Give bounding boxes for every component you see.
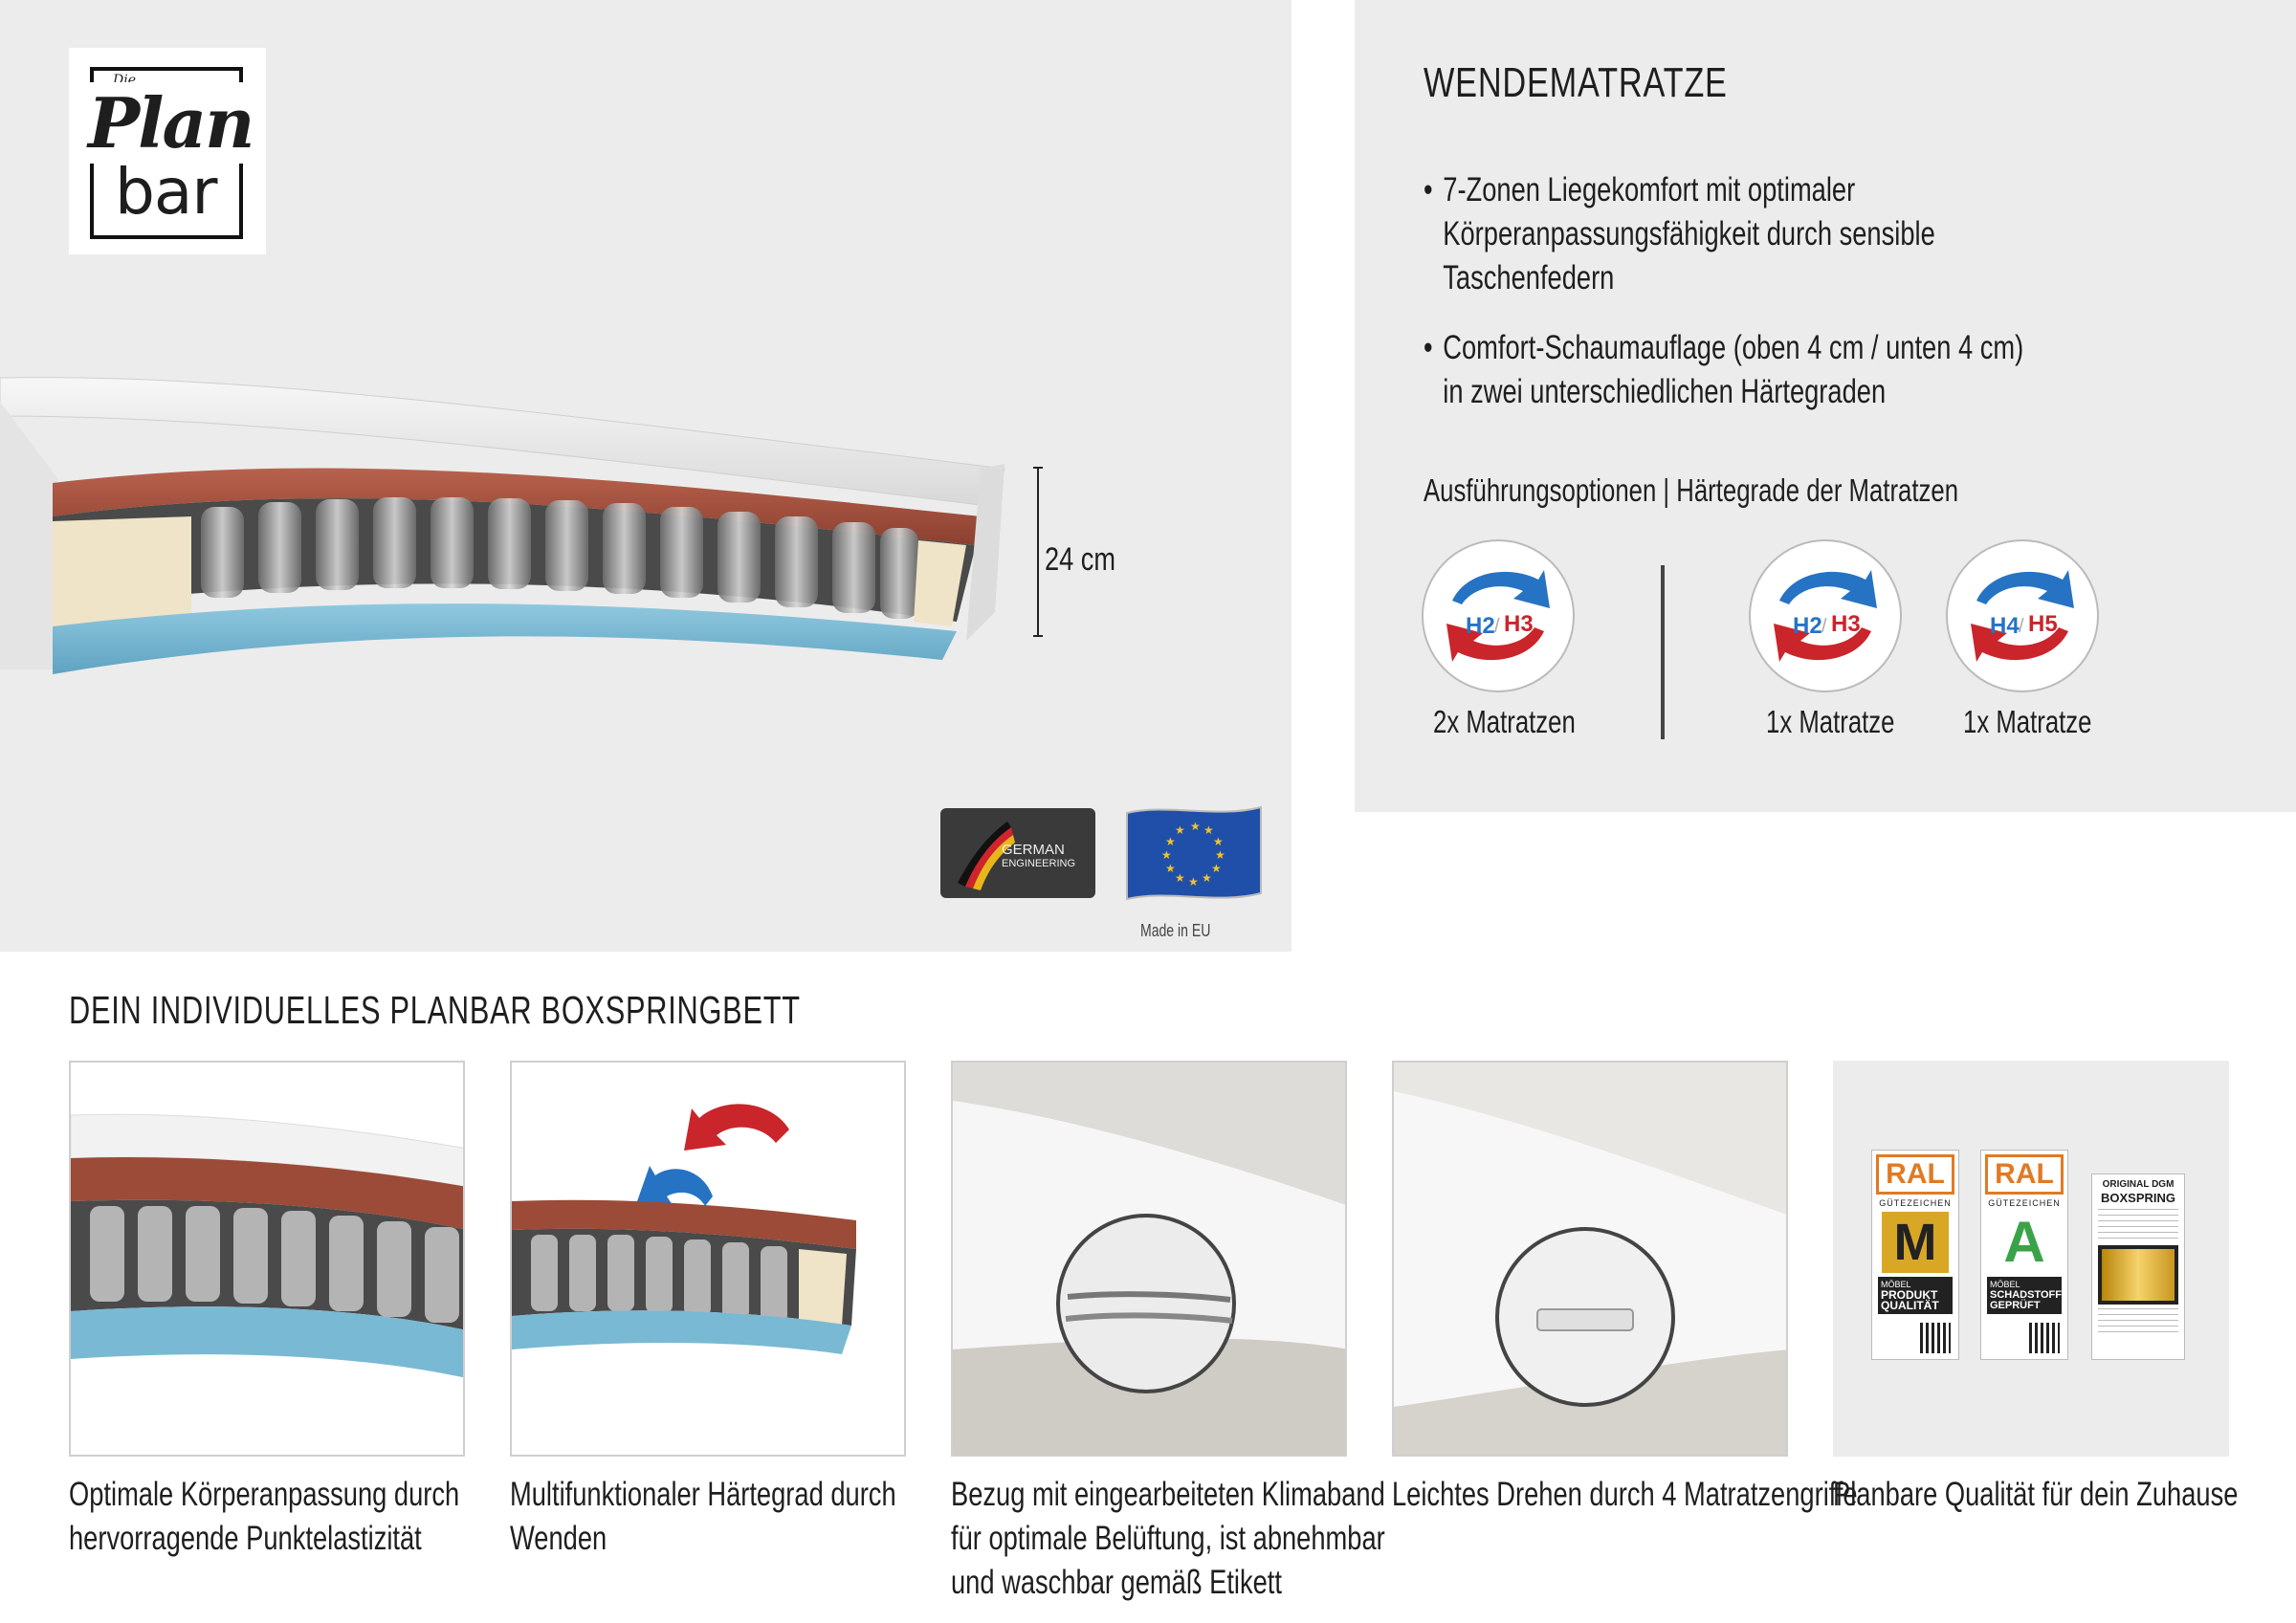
option-1-caption: 2x Matratzen	[1433, 704, 1576, 739]
hardness-right-label: H3	[1831, 611, 1861, 637]
ral-logo-text: RAL	[1985, 1154, 2064, 1195]
svg-text:★: ★	[1161, 848, 1172, 862]
card-1-line-1: Optimale Körperanpassung durch	[69, 1476, 460, 1513]
cover-climate-band-image	[953, 1063, 1345, 1455]
card-2-caption: Multifunktionaler Härtegrad durch Wenden	[510, 1473, 896, 1561]
svg-text:/: /	[2019, 616, 2024, 637]
dgm-boxspring-seal: ORIGINAL DGM BOXSPRING	[2091, 1173, 2185, 1360]
logo-plan: Plan	[84, 82, 257, 164]
svg-text:★: ★	[1203, 823, 1214, 837]
eu-flag-icon: ★★★ ★★★ ★★★ ★★★	[1126, 805, 1262, 901]
german-engineering-text: GERMAN ENGINEERING	[1002, 843, 1075, 871]
svg-text:★: ★	[1202, 871, 1212, 885]
svg-text:★: ★	[1175, 823, 1185, 837]
card-2-line-1: Multifunktionaler Härtegrad durch	[510, 1476, 896, 1513]
card-3-line-3: und waschbar gemäß Etikett	[951, 1564, 1282, 1601]
hardness-left-label: H4	[1990, 613, 2020, 639]
bullet-dot: •	[1424, 171, 1433, 208]
height-dimension-line	[1033, 467, 1043, 637]
bullet-1-line-3: Taschenfedern	[1443, 259, 1615, 296]
svg-text:★: ★	[1165, 862, 1176, 875]
gold-bed-icon	[2098, 1245, 2178, 1305]
dgm-line-2: BOXSPRING	[2100, 1191, 2175, 1205]
options-title: Ausführungsoptionen | Härtegrade der Mat…	[1424, 472, 1959, 508]
height-dimension-label: 24 cm	[1045, 541, 1116, 578]
feature-card-reversible	[510, 1061, 906, 1457]
card-3-caption: Bezug mit eingearbeiteten Klimaband für …	[951, 1473, 1385, 1605]
bullet-1-line-1: 7-Zonen Liegekomfort mit optimaler	[1443, 171, 1856, 208]
hero-panel: Die Plan bar	[0, 0, 1292, 952]
card-5-caption: Planbare Qualität für dein Zuhause	[1833, 1473, 2238, 1517]
product-title: WENDEMATRATZE	[1424, 59, 1728, 106]
hardness-h2-h3-icon: H2 / H3	[1749, 539, 1902, 692]
card-5-line-1: Planbare Qualität für dein Zuhause	[1833, 1476, 2239, 1513]
bullet-2-line-2: in zwei unterschiedlichen Härtegraden	[1443, 373, 1887, 410]
pocket-spring-image	[71, 1113, 463, 1378]
ral-m-letter: M	[1882, 1212, 1949, 1273]
ral-a-letter: A	[2003, 1210, 2045, 1274]
hardness-right-label: H5	[2028, 611, 2058, 637]
feature-bullet-1: • 7-Zonen Liegekomfort mit optimaler Körp…	[1424, 168, 1935, 300]
german-text: GERMAN	[1002, 842, 1065, 858]
zoom-circle	[1056, 1214, 1236, 1393]
svg-text:★: ★	[1175, 871, 1185, 885]
logo-bar: bar	[111, 155, 221, 229]
svg-text:/: /	[1494, 616, 1500, 637]
hardness-left-label: H2	[1466, 613, 1495, 639]
ral-logo-text: RAL	[1876, 1154, 1954, 1195]
engineering-text: ENGINEERING	[1002, 858, 1076, 869]
bullet-2-line-1: Comfort-Schaumauflage (oben 4 cm / unten…	[1443, 329, 2024, 366]
option-3-caption: 1x Matratze	[1963, 704, 2092, 739]
options-divider	[1661, 565, 1665, 739]
hardness-left-label: H2	[1793, 613, 1822, 639]
svg-text:★: ★	[1188, 875, 1199, 888]
card-1-caption: Optimale Körperanpassung durch hervorrag…	[69, 1473, 459, 1561]
flip-blue-arrow-icon	[636, 1166, 713, 1208]
ral-guetezeichen-text: GÜTEZEICHEN	[1988, 1198, 2061, 1208]
card-3-line-1: Bezug mit eingearbeiteten Klimaband	[951, 1476, 1385, 1513]
card-1-line-2: hervorragende Punktelastizität	[69, 1520, 422, 1557]
card-2-line-2: Wenden	[510, 1520, 607, 1557]
mattress-cross-section-image	[0, 377, 1005, 674]
svg-text:★: ★	[1213, 835, 1224, 848]
section-title: DEIN INDIVIDUELLES PLANBAR BOXSPRINGBETT	[69, 988, 801, 1032]
svg-text:★: ★	[1190, 820, 1201, 833]
german-flag-swoosh-icon	[958, 822, 1015, 890]
svg-text:★: ★	[1211, 862, 1222, 875]
hardness-h2-h3-icon: H2 / H3	[1422, 539, 1575, 692]
card-3-line-2: für optimale Belüftung, ist abnehmbar	[951, 1520, 1385, 1557]
feature-card-elasticity	[69, 1061, 465, 1457]
planbar-logo: Die Plan bar	[69, 48, 266, 254]
svg-text:/: /	[1821, 616, 1827, 637]
hardness-h4-h5-icon: H4 / H5	[1946, 539, 2099, 692]
bullet-dot: •	[1424, 329, 1433, 366]
svg-text:★: ★	[1165, 835, 1176, 848]
card-4-caption: Leichtes Drehen durch 4 Matratzengriffe	[1392, 1473, 1858, 1517]
option-2-caption: 1x Matratze	[1766, 704, 1895, 739]
svg-text:★: ★	[1215, 848, 1225, 862]
mattress-handle-image	[1394, 1063, 1786, 1455]
reversible-mattress-image	[512, 1104, 856, 1354]
flip-red-arrow-icon	[684, 1104, 789, 1151]
ral-guetezeichen-text: GÜTEZEICHEN	[1879, 1198, 1952, 1208]
made-in-eu-badge: ★★★ ★★★ ★★★ ★★★ Made in EU	[1121, 801, 1274, 940]
german-engineering-badge: GERMAN ENGINEERING	[940, 808, 1095, 898]
bullet-1-line-2: Körperanpassungsfähigkeit durch sensible	[1443, 215, 1935, 252]
qr-code-icon	[1920, 1323, 1951, 1353]
card-4-line-1: Leichtes Drehen durch 4 Matratzengriffe	[1392, 1476, 1858, 1513]
made-in-eu-caption: Made in EU	[1140, 921, 1211, 940]
hardness-right-label: H3	[1504, 611, 1534, 637]
feature-bullet-2: • Comfort-Schaumauflage (oben 4 cm / unte…	[1424, 326, 2023, 414]
feature-card-cover	[951, 1061, 1347, 1457]
feature-card-handles	[1392, 1061, 1788, 1457]
qr-code-icon	[2029, 1323, 2060, 1353]
dgm-line-1: ORIGINAL DGM	[2102, 1179, 2175, 1190]
